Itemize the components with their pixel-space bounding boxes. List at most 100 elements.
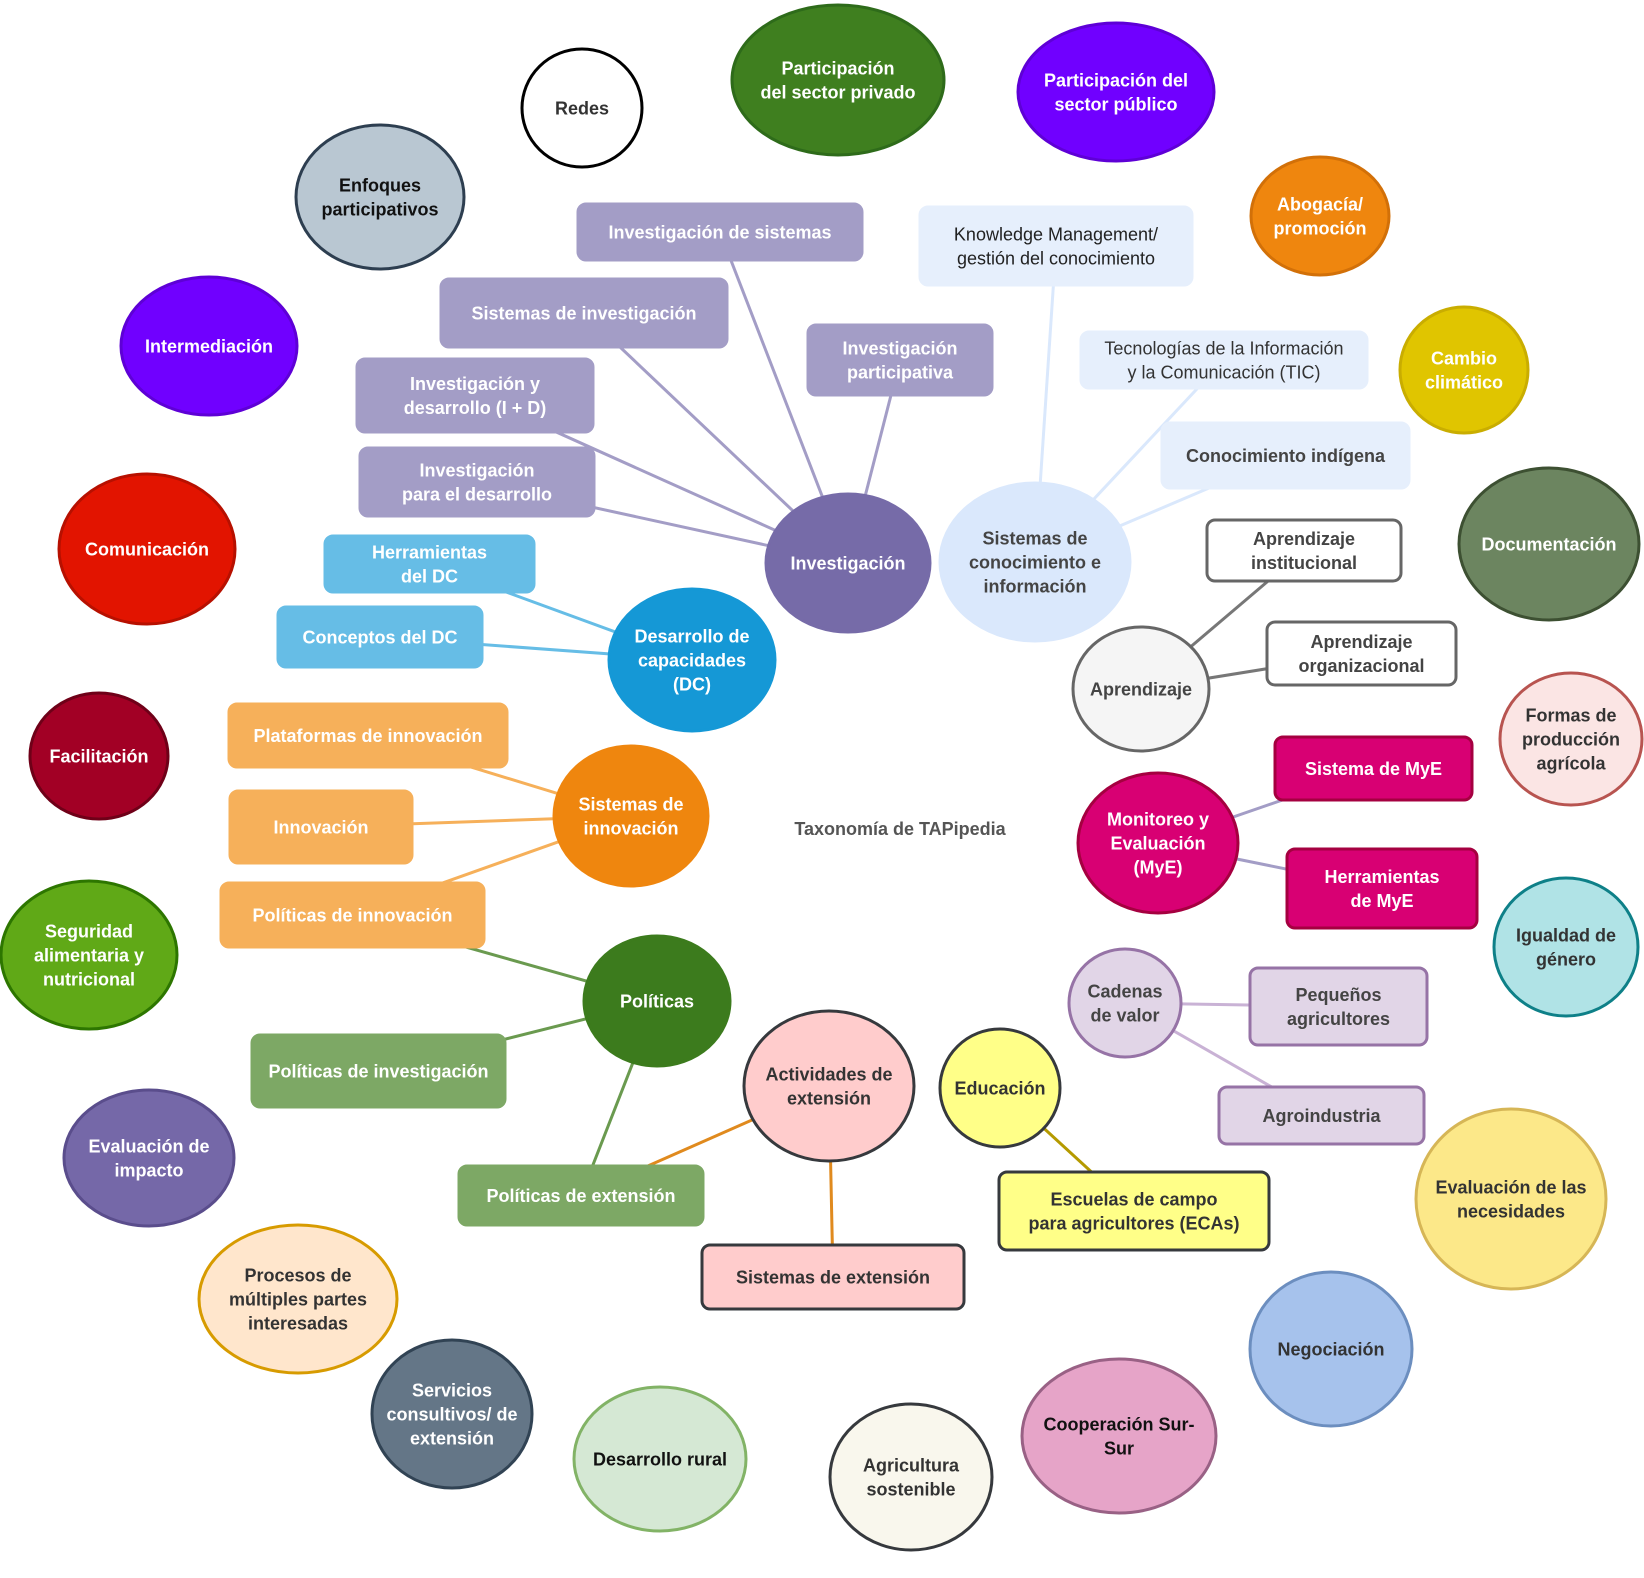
node-label: interesadas [248,1313,348,1333]
node-label: Desarrollo de [634,626,749,646]
node-plataformas: Plataformas de innovación [227,702,509,769]
node-label: necesidades [1457,1201,1565,1221]
node-igualdad: Igualdad de género [1492,876,1640,1018]
node-sci-ellipse [938,481,1132,643]
node-innovacion: Innovación [228,789,414,865]
node-label: Redes [555,98,609,118]
node-label: alimentaria y [34,945,144,965]
node-label: sostenible [866,1479,955,1499]
node-evaluacion-necesidades-ellipse [1414,1107,1608,1291]
node-label: Agricultura [863,1455,960,1475]
node-label: de MyE [1350,891,1413,911]
node-label: Knowledge Management/ [954,224,1158,244]
node-agricultura-ellipse [828,1402,994,1552]
node-label: Sur [1104,1438,1134,1458]
node-educacion: Educación [938,1027,1062,1149]
node-label: Igualdad de [1516,925,1616,945]
node-label: Abogacía/ [1277,194,1363,214]
node-label: Agroindustria [1262,1106,1381,1126]
node-enfoques-ellipse [294,123,466,271]
node-apr-institucional: Aprendizaje institucional [1205,518,1403,583]
node-label: Escuelas de campo [1050,1189,1217,1209]
node-sist-mye: Sistema de MyE [1273,735,1474,802]
node-facilitacion-ellipse [28,691,170,821]
node-pol-extension-box [457,1164,705,1227]
node-label: Participación del [1044,70,1188,90]
node-apr-institucional-box [1205,518,1403,583]
node-comunicacion: Comunicación [57,472,237,626]
node-label: Políticas de investigación [268,1061,488,1081]
node-formas: Formas de producción agrícola [1498,671,1644,807]
diagram-title: Taxonomía de TAPipedia [794,819,1006,839]
node-label: Sistema de MyE [1305,759,1442,779]
node-label: impacto [114,1160,183,1180]
node-seguridad-ellipse [0,879,179,1031]
node-intermediacion-ellipse [119,275,299,417]
node-label: climático [1425,372,1503,392]
node-label: Investigación [790,553,905,573]
node-km: Knowledge Management/gestión del conocim… [918,205,1194,287]
node-sist-extension: Sistemas de extensión [700,1243,966,1311]
node-aprendizaje-ellipse [1071,625,1211,753]
node-label: Aprendizaje [1090,679,1192,699]
node-label: Herramientas [1324,867,1439,887]
node-cooperacion-ellipse [1020,1357,1218,1515]
node-servicios-ellipse [370,1338,534,1490]
node-inv-desarrollo-box [358,446,596,518]
node-label: producción [1522,729,1620,749]
node-label: para agricultores (ECAs) [1028,1213,1239,1233]
node-documentacion-ellipse [1457,466,1641,622]
node-label: Aprendizaje [1253,529,1355,549]
node-politicas: Políticas [582,934,732,1068]
node-evaluacion-impacto-ellipse [62,1088,236,1228]
node-cadenas-ellipse [1067,947,1183,1059]
node-label: Formas de [1525,705,1616,725]
node-label: Educación [954,1078,1045,1098]
node-label: Conceptos del DC [302,627,457,647]
node-label: Intermediación [145,336,273,356]
node-label: del DC [401,566,458,586]
node-label: Participación [781,58,894,78]
node-sist-investigacion-box [439,277,729,349]
node-cooperacion: Cooperación Sur-Sur [1020,1357,1218,1515]
node-negociacion: Negociación [1248,1270,1414,1428]
node-label: organizacional [1298,656,1424,676]
node-inv-sistemas: Investigación de sistemas [576,202,864,262]
node-aprendizaje: Aprendizaje [1071,625,1211,753]
node-documentacion: Documentación [1457,466,1641,622]
node-label: Investigación [842,338,957,358]
node-label: información [983,576,1086,596]
node-label: Políticas de extensión [486,1186,675,1206]
node-indigena-box [1160,421,1411,490]
node-label: agricultores [1287,1009,1390,1029]
node-label: consultivos/ de [386,1404,517,1424]
node-km-box [918,205,1194,287]
node-desarrollo-rural: Desarrollo rural [572,1385,748,1533]
node-redes-ellipse [520,47,644,169]
node-negociacion-ellipse [1248,1270,1414,1428]
node-label: agrícola [1536,753,1606,773]
node-label: género [1536,949,1596,969]
node-label: Investigación y [410,374,540,394]
node-label: institucional [1251,553,1357,573]
node-comunicacion-ellipse [57,472,237,626]
node-label: Tecnologías de la Información [1104,338,1343,358]
node-pol-innovacion: Políticas de innovación [219,881,486,949]
node-tic-box [1079,330,1369,390]
node-agricultura: Agricultura sostenible [828,1402,994,1552]
node-label: Conocimiento indígena [1186,446,1386,466]
node-label: sector público [1054,94,1177,114]
node-herr-mye-box [1285,847,1479,930]
node-abogacia-ellipse [1249,155,1391,277]
